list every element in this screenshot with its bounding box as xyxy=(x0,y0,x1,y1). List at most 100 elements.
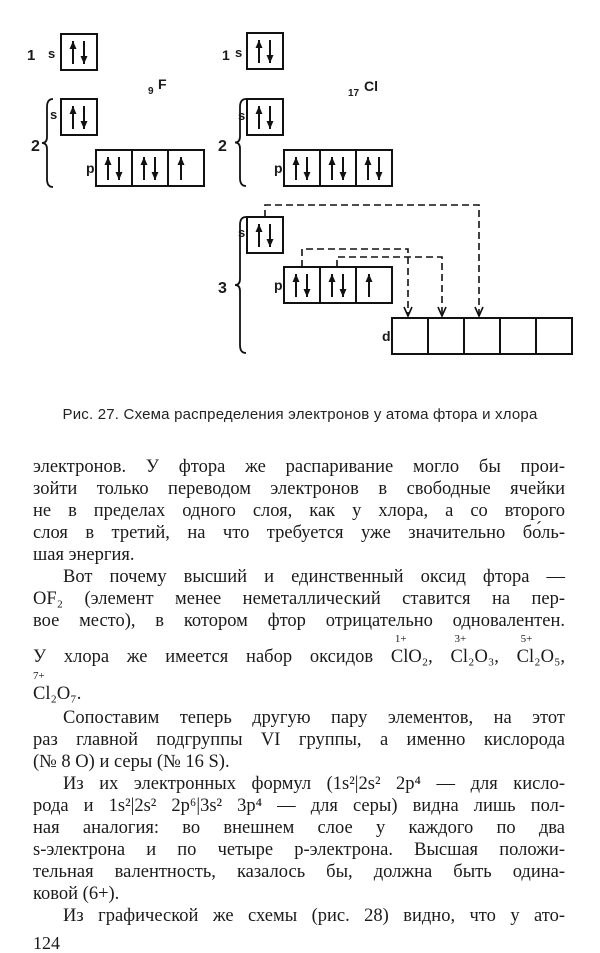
atomic-number: 17 xyxy=(348,88,360,99)
formula-text: ClO₂, xyxy=(390,647,433,667)
orbital-cell xyxy=(391,317,429,355)
spin-up-arrow-head xyxy=(104,157,112,165)
oxide-formula: 1+ ClO₂, xyxy=(390,634,433,668)
orbital-cell xyxy=(499,317,537,355)
text-line: слоя в третий, на что требуется уже знач… xyxy=(33,523,565,543)
oxide-formula: 5+ Cl₂O₅, xyxy=(516,634,566,668)
spin-down-arrow-head xyxy=(339,289,347,297)
orbital-cell xyxy=(167,149,205,187)
orbital-cell xyxy=(319,149,357,187)
orbital-cell xyxy=(95,149,133,187)
spin-up-arrow-head xyxy=(255,40,263,48)
orbital-cell xyxy=(283,266,321,304)
subshell-label: s xyxy=(238,108,245,123)
text-line: ная аналогия: во внешнем слое у каждого … xyxy=(33,818,565,838)
spin-up-arrow-head xyxy=(140,157,148,165)
text-segment: У хлора же имеется набор оксидов xyxy=(33,647,374,667)
text-line: не в пределах одного слоя, как у хлора, … xyxy=(33,501,565,521)
shell-number: 1 xyxy=(222,47,230,63)
element-symbol: F xyxy=(158,76,167,92)
orbital-cell xyxy=(131,149,169,187)
subshell-label: s xyxy=(48,46,55,61)
shell-number: 3 xyxy=(218,280,227,297)
spin-down-arrow-head xyxy=(115,172,123,180)
spin-up-arrow-head xyxy=(69,106,77,114)
subshell-label: s xyxy=(50,107,57,122)
spin-down-arrow-head xyxy=(80,56,88,64)
subshell-label: p xyxy=(274,160,283,176)
spin-down-arrow-head xyxy=(266,121,274,129)
transition-arrowhead xyxy=(474,306,484,318)
shell-brace xyxy=(234,98,247,187)
spin-down-arrow-head xyxy=(266,55,274,63)
subshell-label: p xyxy=(274,277,283,293)
spin-up-arrow-head xyxy=(365,274,373,282)
formula-text: Cl₂O₇. xyxy=(33,684,82,704)
text-line: шая энергия. xyxy=(33,545,135,565)
text-line: вое место), в котором фтор отрицательно … xyxy=(33,611,565,631)
transition-dashed-line xyxy=(301,248,409,316)
text-line: зойти только переводом электронов в своб… xyxy=(33,479,565,499)
oxidation-state: 3+ xyxy=(454,633,467,645)
subshell-label: p xyxy=(86,160,95,176)
text-line: тельная валентность, казалось бы, должна… xyxy=(33,862,565,882)
spin-down-arrow-head xyxy=(151,172,159,180)
spin-down-arrow-head xyxy=(303,289,311,297)
shell-number: 1 xyxy=(27,47,35,64)
oxidation-state: 5+ xyxy=(520,633,533,645)
shell-brace xyxy=(41,98,54,188)
transition-arrowhead xyxy=(437,306,447,318)
orbital-cell xyxy=(535,317,573,355)
spin-up-arrow-head xyxy=(69,41,77,49)
orbital-cell xyxy=(427,317,465,355)
oxidation-state: 1+ xyxy=(394,633,407,645)
oxides-line: У хлора же имеется набор оксидов 1+ ClO₂,… xyxy=(33,634,566,668)
text-line: Сопоставим теперь другую пару элементов,… xyxy=(63,708,565,728)
orbital-cell xyxy=(283,149,321,187)
oxidation-state: 7+ xyxy=(33,670,45,682)
subshell-label: d xyxy=(382,328,391,344)
shell-number: 2 xyxy=(31,138,40,155)
orbital-cell xyxy=(60,98,98,136)
formula-text: Cl₂O₃, xyxy=(450,647,499,667)
spin-down-arrow-head xyxy=(80,121,88,129)
text-line: раз главной подгруппы VI группы, а именн… xyxy=(33,730,565,750)
orbital-cell xyxy=(463,317,501,355)
spin-up-arrow-head xyxy=(328,157,336,165)
spin-up-arrow-head xyxy=(177,157,185,165)
spin-up-arrow-head xyxy=(364,157,372,165)
spin-up-arrow-head xyxy=(255,106,263,114)
formula-text: Cl₂O₅, xyxy=(516,647,566,667)
oxides-line-2: 7+ Cl₂O₇. xyxy=(33,671,565,705)
shell-number: 2 xyxy=(218,138,227,155)
transition-dashed-line xyxy=(336,256,443,316)
text-line: Из их электронных формул (1s²|2s² 2p⁴ — … xyxy=(63,774,565,794)
oxide-formula: 3+ Cl₂O₃, xyxy=(450,634,499,668)
figure-caption: Рис. 27. Схема распределения электронов … xyxy=(62,406,538,423)
orbital-cell xyxy=(319,266,357,304)
text-line: Вот почему высший и единственный оксид ф… xyxy=(63,567,565,587)
page-number: 124 xyxy=(33,933,60,953)
spin-down-arrow-head xyxy=(375,172,383,180)
text-line: s-электрона и по четыре p-электрона. Выс… xyxy=(33,840,565,860)
spin-down-arrow-head xyxy=(266,239,274,247)
spin-down-arrow-head xyxy=(339,172,347,180)
text-line: ковой (6+). xyxy=(33,884,120,904)
spin-up-arrow-head xyxy=(328,274,336,282)
text-line: электронов. У фтора же распаривание могл… xyxy=(33,457,565,477)
spin-up-arrow-head xyxy=(255,224,263,232)
transition-dashed-line xyxy=(264,204,480,316)
spin-up-arrow-head xyxy=(292,157,300,165)
shell-brace xyxy=(234,216,247,354)
transition-arrowhead xyxy=(403,306,413,318)
text-line: (№ 8 O) и серы (№ 16 S). xyxy=(33,752,230,772)
orbital-cell xyxy=(60,33,98,71)
subshell-label: s xyxy=(238,225,245,240)
orbital-cell xyxy=(246,32,284,70)
oxide-formula: 7+ Cl₂O₇. xyxy=(33,671,82,705)
text-line: Из графической же схемы (рис. 28) видно,… xyxy=(63,906,565,926)
orbital-cell xyxy=(355,149,393,187)
text-line: OF₂ (элемент менее неметаллический стави… xyxy=(33,589,565,609)
element-symbol: Cl xyxy=(364,78,378,94)
